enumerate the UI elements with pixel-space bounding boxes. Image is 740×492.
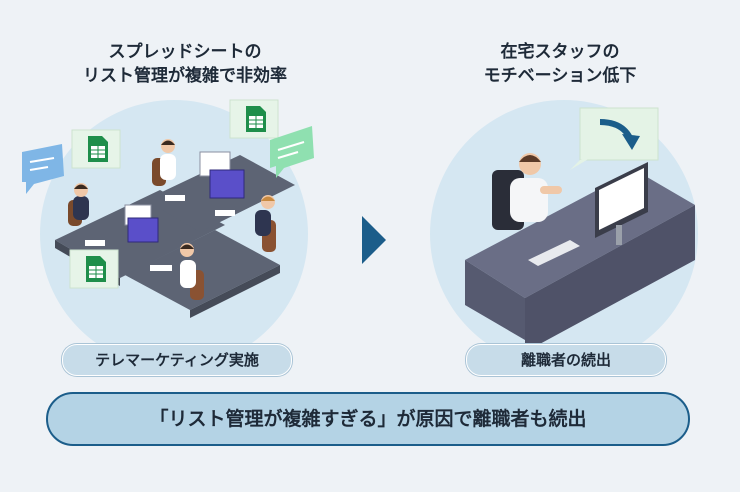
down-arrow-icon [570,107,659,170]
right-heading-line2: モチベーション低下 [483,66,637,86]
right-heading-line1: 在宅スタッフの [500,42,620,62]
operator-person [152,139,176,186]
transition-arrow-icon [362,216,386,264]
chat-bubble-icon [22,144,64,194]
spreadsheet-icon [229,99,279,139]
spreadsheet-icon [71,129,121,169]
operator-person [68,183,89,226]
operator-person [180,243,204,300]
monitor-icon [124,151,245,243]
right-heading: 在宅スタッフの モチベーション低下 [445,40,675,88]
chat-bubble-icon [270,126,314,178]
remote-worker-illustration [465,107,695,352]
summary-message: 「リスト管理が複雑すぎる」が原因で離職者も続出 [149,408,587,430]
left-heading-line2: リスト管理が複雑で非効率 [83,66,287,86]
spreadsheet-icon [69,249,119,289]
monitor-icon [595,162,648,245]
summary-message-bar: 「リスト管理が複雑すぎる」が原因で離職者も続出 [46,392,690,446]
operator-person [255,195,276,252]
left-heading: スプレッドシートの リスト管理が複雑で非効率 [55,40,315,88]
telemarketing-office-illustration [22,99,314,318]
left-caption: テレマーケティング実施 [62,344,292,376]
right-caption: 離職者の続出 [466,344,666,376]
worker-person [510,153,562,222]
left-heading-line1: スプレッドシートの [108,42,262,62]
